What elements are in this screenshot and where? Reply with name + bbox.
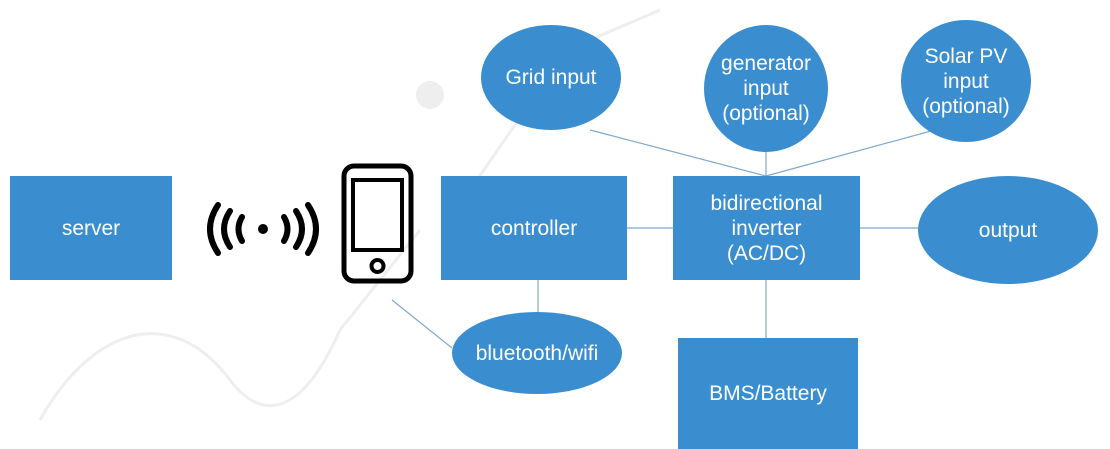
grid-input-label: Grid input bbox=[505, 66, 597, 89]
solar-label-line-3: (optional) bbox=[922, 94, 1010, 118]
inverter-box: bidirectional inverter (AC/DC) bbox=[673, 176, 860, 280]
link-phone-bluetooth bbox=[391, 299, 453, 349]
bms-battery-box: BMS/Battery bbox=[678, 338, 858, 449]
controller-label: controller bbox=[490, 216, 578, 240]
inverter-label-line-3: (AC/DC) bbox=[726, 241, 807, 265]
inverter-label-line-2: inverter bbox=[731, 216, 802, 240]
bms-battery-label: BMS/Battery bbox=[709, 382, 827, 405]
bluetooth-wifi-label: bluetooth/wifi bbox=[475, 341, 599, 365]
grid-input-ellipse: Grid input bbox=[481, 25, 621, 130]
server-label: server bbox=[61, 216, 121, 240]
controller-box: controller bbox=[441, 176, 627, 280]
wireless-signal-icon bbox=[207, 202, 319, 256]
bluetooth-wifi-ellipse: bluetooth/wifi bbox=[452, 312, 622, 394]
generator-label-line-2: input bbox=[743, 77, 789, 100]
output-label: output bbox=[978, 218, 1038, 242]
inverter-label-line-1: bidirectional bbox=[710, 191, 823, 215]
server-box: server bbox=[10, 176, 172, 280]
solar-label-line-2: input bbox=[943, 69, 989, 93]
generator-input-ellipse: generator input (optional) bbox=[704, 25, 828, 152]
solar-label-line-1: Solar PV bbox=[924, 44, 1008, 68]
output-ellipse: output bbox=[918, 176, 1098, 284]
smartphone-icon bbox=[341, 163, 414, 284]
link-solar-inverter bbox=[765, 127, 943, 177]
link-grid-inverter bbox=[589, 129, 767, 177]
generator-label-line-3: (optional) bbox=[722, 102, 810, 125]
solar-pv-input-ellipse: Solar PV input (optional) bbox=[901, 20, 1031, 142]
generator-label-line-1: generator bbox=[721, 52, 811, 75]
